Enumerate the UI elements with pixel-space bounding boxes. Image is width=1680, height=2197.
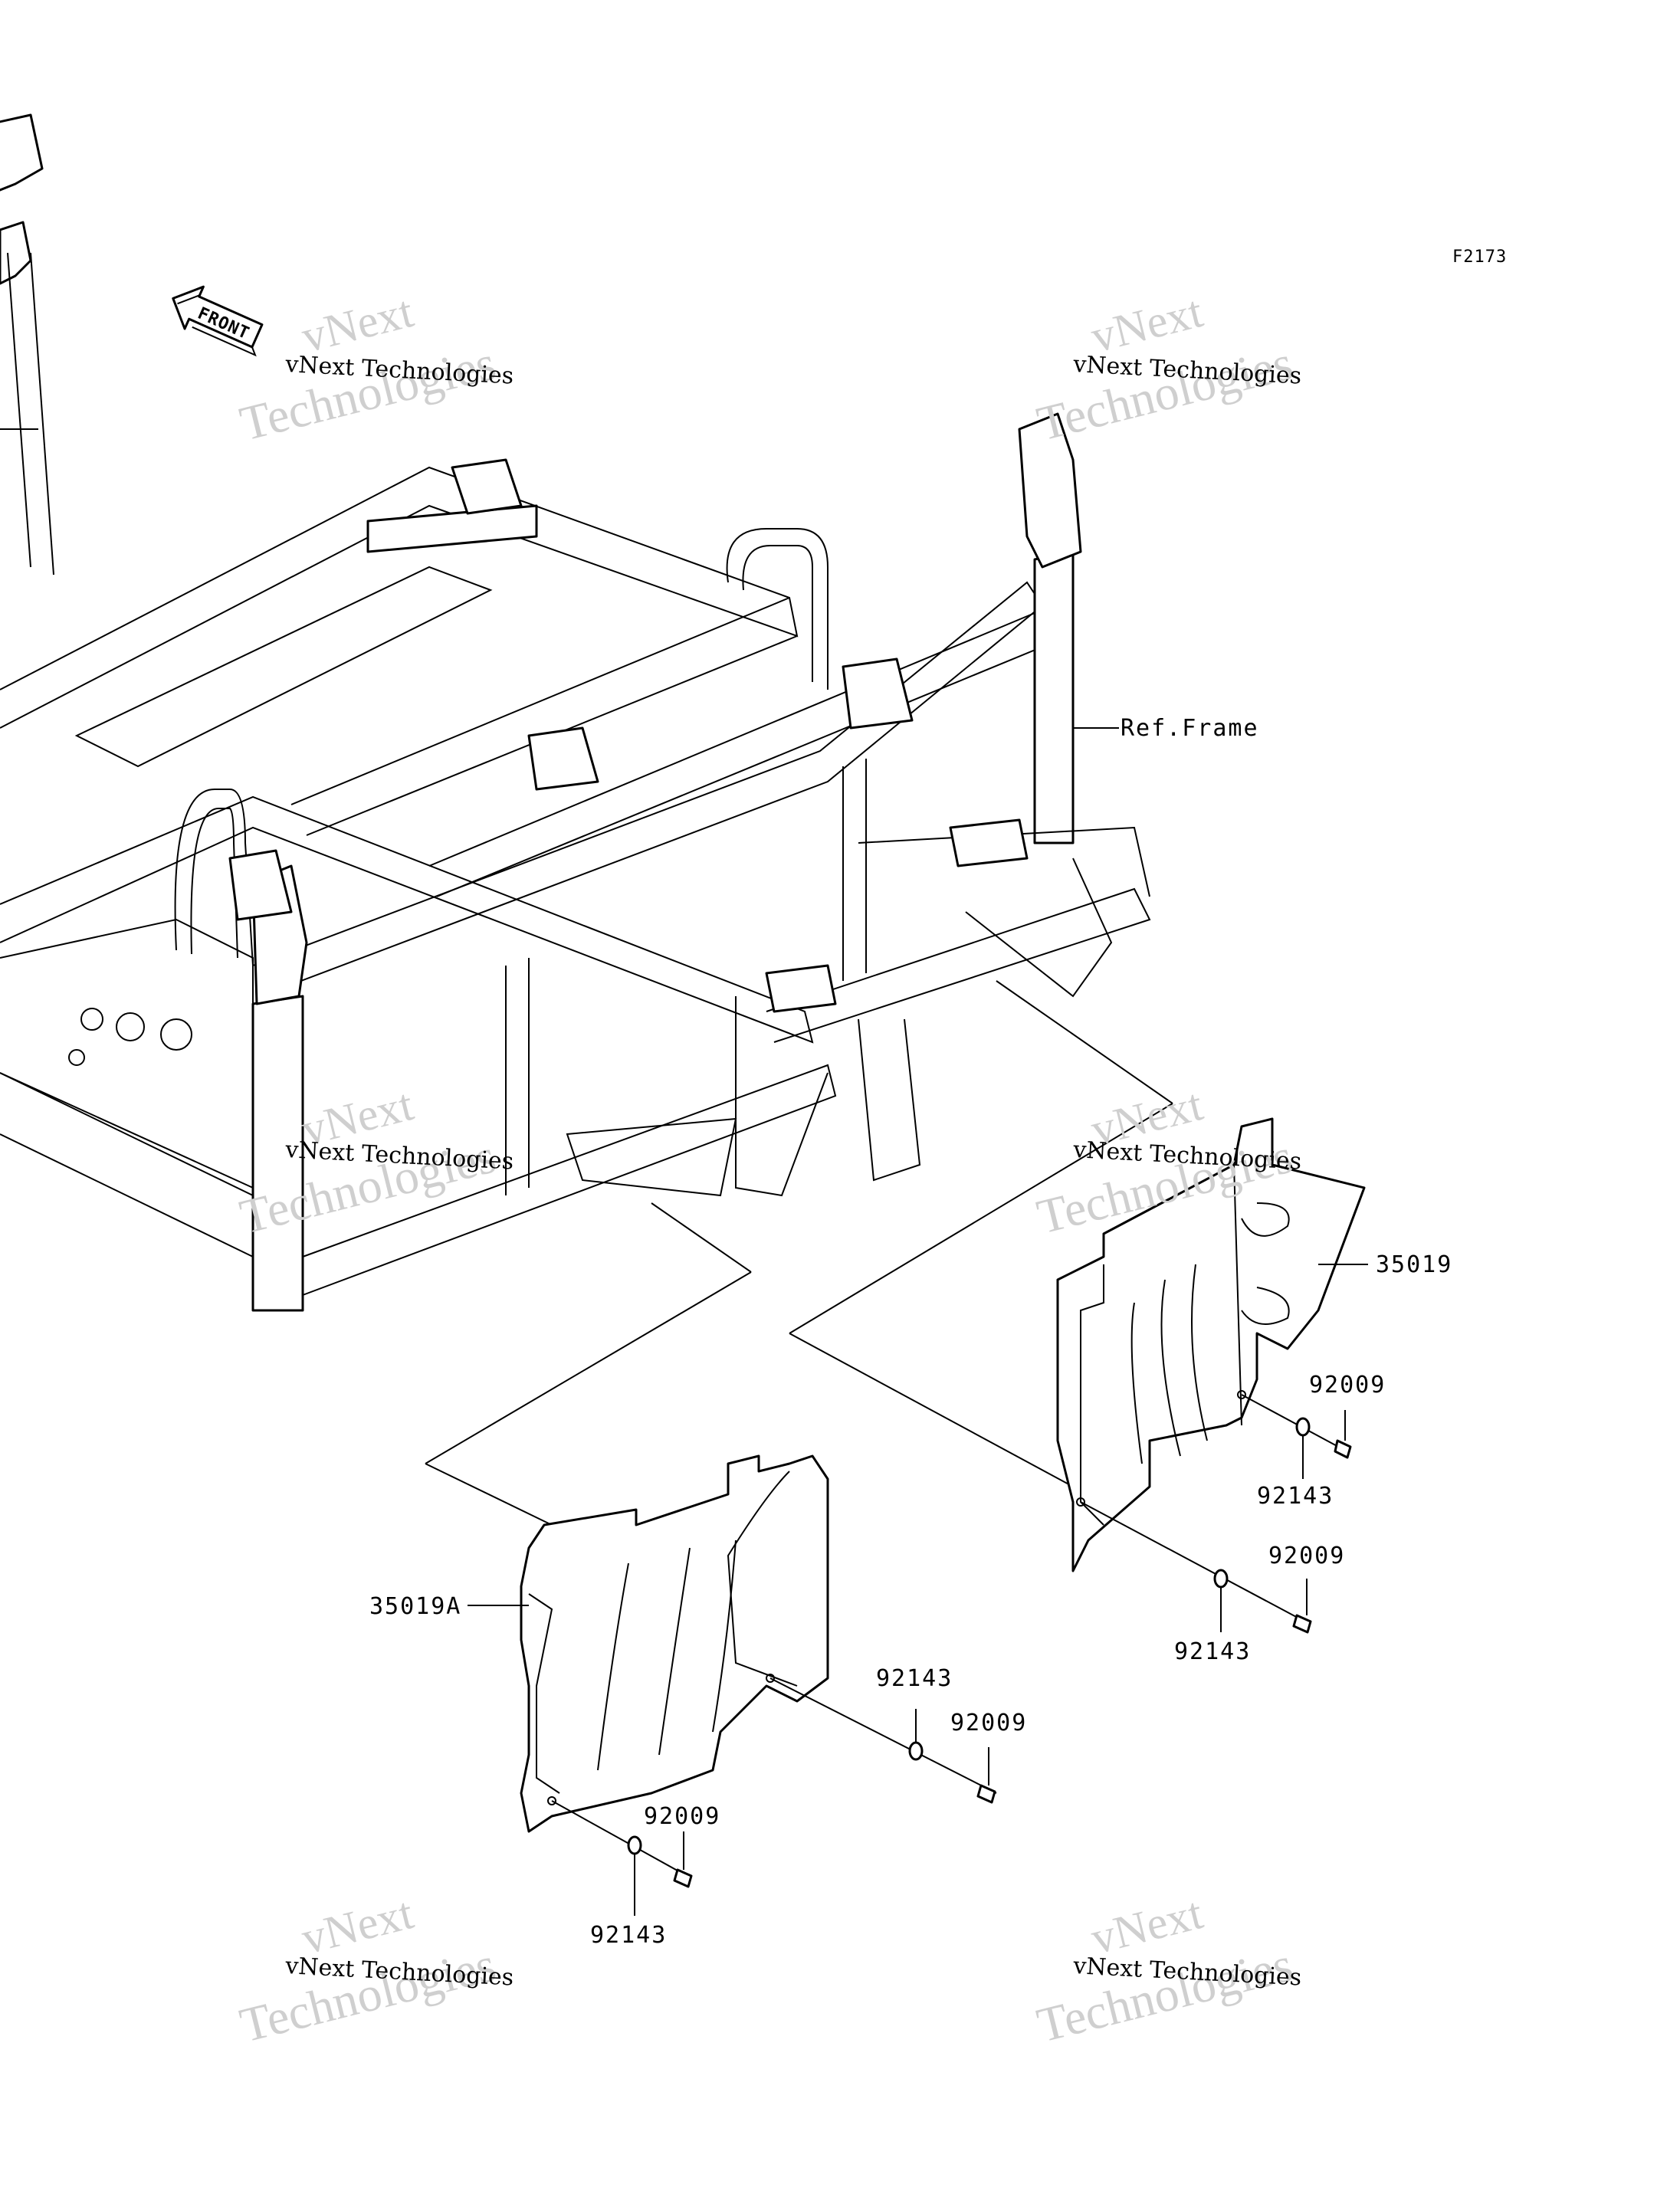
washer-icon [1295,1417,1311,1437]
bolt-icon [976,1784,996,1804]
bolt-icon [673,1868,693,1888]
label-cover-left: 35019A [369,1593,461,1620]
vehicle-frame [0,113,1151,1312]
left-lower-fasteners [551,1800,693,1916]
label-washer-r2: 92143 [1174,1638,1251,1665]
label-cover-right: 35019 [1376,1251,1452,1278]
watermark-bottom-right: vNext Technologies vNext Technologies [1032,1887,1302,2053]
svg-text:vNext: vNext [297,1887,418,1964]
svg-text:Technologies: Technologies [1032,1936,1298,2052]
label-washer-l1: 92143 [876,1665,953,1692]
svg-text:vNext: vNext [297,286,418,362]
svg-text:vNext: vNext [1086,1887,1208,1964]
right-upper-fasteners [1241,1394,1352,1479]
assembly-guide-lines [425,980,1173,1526]
label-washer-l2: 92143 [590,1922,667,1949]
bolt-icon [1334,1439,1352,1459]
washer-icon [908,1741,924,1761]
watermark-top-left: vNext Technologies vNext Technologies [235,286,514,451]
bolt-icon [1292,1614,1312,1634]
label-bolt-r1: 92009 [1309,1372,1386,1399]
svg-text:Technologies: Technologies [235,1936,500,2052]
watermark-bottom-left: vNext Technologies vNext Technologies [235,1887,514,2053]
label-bolt-l1: 92009 [950,1710,1027,1736]
svg-text:Technologies: Technologies [235,335,500,451]
diagram-code: F2173 [1452,248,1507,267]
washer-icon [627,1835,642,1855]
right-lower-fasteners [1080,1501,1312,1634]
label-washer-r1: 92143 [1257,1483,1334,1510]
washer-icon [1213,1569,1229,1589]
label-bolt-r2: 92009 [1268,1543,1345,1569]
cover-right-35019 [1056,1117,1366,1572]
watermark-top-right: vNext Technologies vNext Technologies [1032,286,1302,451]
label-bolt-l2: 92009 [644,1803,720,1830]
svg-text:vNext: vNext [1086,286,1208,362]
ref-frame-label: Ref.Frame [1121,715,1259,742]
front-direction-arrow: FRONT [172,285,264,357]
left-upper-fasteners [769,1677,997,1804]
svg-text:Technologies: Technologies [1032,335,1298,451]
cover-left-35019A [520,1454,829,1833]
